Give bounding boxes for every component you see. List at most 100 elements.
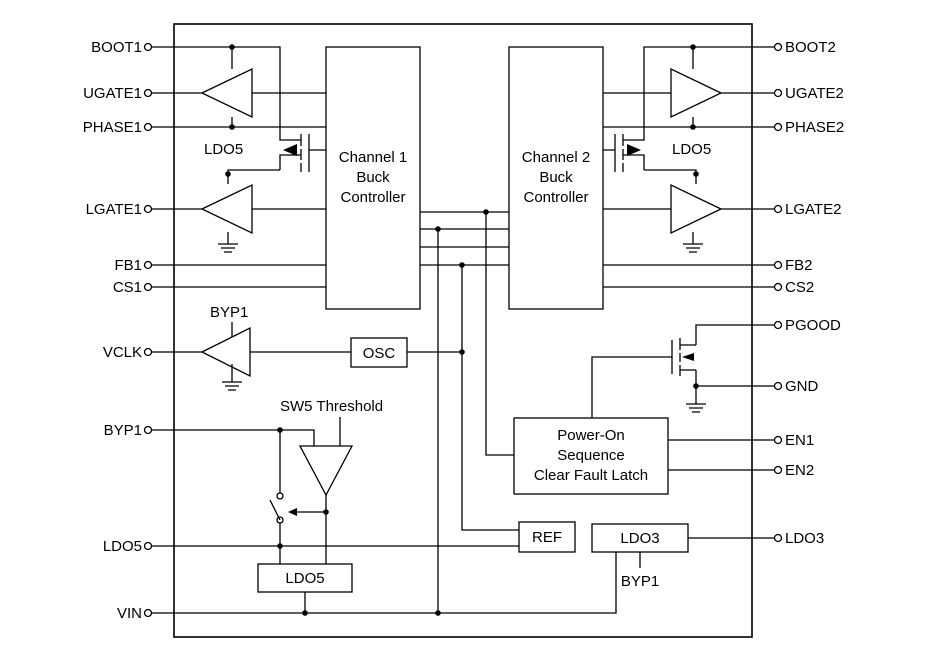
pin-label-boot2: BOOT2 bbox=[785, 39, 836, 56]
pin-phase2 bbox=[773, 122, 783, 132]
channel1-line3: Controller bbox=[340, 189, 405, 206]
ground4 bbox=[686, 403, 706, 413]
ground3 bbox=[222, 381, 242, 391]
pin-phase1 bbox=[143, 122, 153, 132]
pin-vin bbox=[143, 608, 153, 618]
wire-pgood bbox=[695, 324, 774, 345]
pin-en1 bbox=[773, 435, 783, 445]
channel1-line1: Channel 1 bbox=[339, 149, 407, 166]
mosfet2-arrow bbox=[627, 144, 641, 156]
ldo5-block-label: LDO5 bbox=[285, 570, 324, 587]
left-pins: BOOT1 UGATE1 PHASE1 LGATE1 FB1 CS1 VCLK … bbox=[83, 39, 153, 622]
junction-comparator-out bbox=[323, 509, 329, 515]
pin-label-gnd: GND bbox=[785, 378, 819, 395]
mosfet1 bbox=[279, 130, 326, 172]
pin-ugate1 bbox=[143, 88, 153, 98]
junction-ldo5-left bbox=[225, 171, 231, 177]
pin-label-en1: EN1 bbox=[785, 432, 814, 449]
pin-label-byp1: BYP1 bbox=[104, 422, 142, 439]
channel1-section: LDO5 Channel 1 Buck Controller bbox=[152, 44, 421, 310]
channel2-line2: Buck bbox=[539, 169, 573, 186]
pin-ldo3 bbox=[773, 533, 783, 543]
pin-boot2 bbox=[773, 42, 783, 52]
wire-mosfet2-ldo5 bbox=[644, 169, 697, 184]
ldo5-block bbox=[257, 563, 353, 593]
pin-label-ugate1: UGATE1 bbox=[83, 85, 142, 102]
power-on-sequence-block bbox=[513, 417, 669, 495]
pin-fb2 bbox=[773, 260, 783, 270]
wire-pgood-gate bbox=[591, 356, 672, 418]
pin-label-pgood: PGOOD bbox=[785, 317, 841, 334]
ldo3-block-label: LDO3 bbox=[620, 530, 659, 547]
wire-bus-to-pos bbox=[485, 212, 514, 456]
junction-vin-ldo5 bbox=[302, 610, 308, 616]
pin-lgate2 bbox=[773, 204, 783, 214]
osc-block bbox=[350, 337, 408, 368]
pin-label-fb1: FB1 bbox=[114, 257, 142, 274]
label-byp1-top: BYP1 bbox=[210, 304, 248, 321]
junction-ldo5-right bbox=[693, 171, 699, 177]
wire-byp1-main bbox=[152, 429, 315, 446]
channel2-controller bbox=[508, 46, 604, 310]
osc-label: OSC bbox=[363, 345, 396, 362]
wire-mosfet1-ldo5 bbox=[227, 169, 280, 184]
channel2-line3: Controller bbox=[523, 189, 588, 206]
pin-cs2 bbox=[773, 282, 783, 292]
pin-label-vin: VIN bbox=[117, 605, 142, 622]
pin-label-boot1: BOOT1 bbox=[91, 39, 142, 56]
channel2-line1: Channel 2 bbox=[522, 149, 590, 166]
switch-control-arrow bbox=[288, 508, 297, 516]
ref-ldo3-section: REF LDO3 BYP1 bbox=[152, 521, 774, 616]
pin-vclk bbox=[143, 347, 153, 357]
pin-gnd bbox=[773, 381, 783, 391]
pin-lgate1 bbox=[143, 204, 153, 214]
pin-cs1 bbox=[143, 282, 153, 292]
sw5-section: SW5 Threshold LDO5 bbox=[152, 398, 519, 613]
osc-section: BYP1 OSC bbox=[152, 304, 465, 391]
ground1 bbox=[218, 243, 238, 253]
pin-byp1 bbox=[143, 425, 153, 435]
ref-block bbox=[518, 521, 576, 553]
channel2-section: Channel 2 Buck Controller LDO5 bbox=[508, 44, 774, 310]
pin-boot1 bbox=[143, 42, 153, 52]
pin-fb1 bbox=[143, 260, 153, 270]
sw5-comparator bbox=[298, 445, 354, 497]
pin-label-phase2: PHASE2 bbox=[785, 119, 844, 136]
pgood-mosfet-arrow bbox=[682, 353, 694, 361]
channel1-controller bbox=[325, 46, 421, 310]
label-byp1-bottom: BYP1 bbox=[621, 573, 659, 590]
mosfet2 bbox=[603, 130, 645, 172]
pin-label-cs1: CS1 bbox=[113, 279, 142, 296]
ground2 bbox=[683, 243, 703, 253]
pin-label-fb2: FB2 bbox=[785, 257, 813, 274]
pin-pgood bbox=[773, 320, 783, 330]
pin-label-ldo3: LDO3 bbox=[785, 530, 824, 547]
junction-osc bbox=[459, 349, 465, 355]
label-ldo5-left: LDO5 bbox=[204, 141, 243, 158]
pos-line1: Power-On bbox=[557, 427, 625, 444]
label-sw5-threshold: SW5 Threshold bbox=[280, 398, 383, 415]
pin-label-en2: EN2 bbox=[785, 462, 814, 479]
pos-line3: Clear Fault Latch bbox=[534, 467, 648, 484]
pin-label-ldo5: LDO5 bbox=[103, 538, 142, 555]
pos-line2: Sequence bbox=[557, 447, 625, 464]
wire-boot2 bbox=[643, 46, 774, 130]
pgood-section: Power-On Sequence Clear Fault Latch bbox=[513, 324, 774, 495]
label-ldo5-right: LDO5 bbox=[672, 141, 711, 158]
switch-blade bbox=[269, 499, 281, 521]
pin-label-cs2: CS2 bbox=[785, 279, 814, 296]
ldo3-block bbox=[591, 523, 689, 553]
pin-ugate2 bbox=[773, 88, 783, 98]
pin-label-lgate1: LGATE1 bbox=[86, 201, 142, 218]
pin-label-phase1: PHASE1 bbox=[83, 119, 142, 136]
switch-contact-top bbox=[276, 492, 284, 500]
pin-label-ugate2: UGATE2 bbox=[785, 85, 844, 102]
right-pins: BOOT2 UGATE2 PHASE2 LGATE2 FB2 CS2 PGOOD… bbox=[773, 39, 844, 547]
ref-label: REF bbox=[532, 529, 562, 546]
junction-vin-bus bbox=[435, 610, 441, 616]
pin-label-lgate2: LGATE2 bbox=[785, 201, 841, 218]
pin-en2 bbox=[773, 465, 783, 475]
mosfet1-arrow bbox=[283, 144, 297, 156]
wire-boot1 bbox=[152, 46, 281, 130]
